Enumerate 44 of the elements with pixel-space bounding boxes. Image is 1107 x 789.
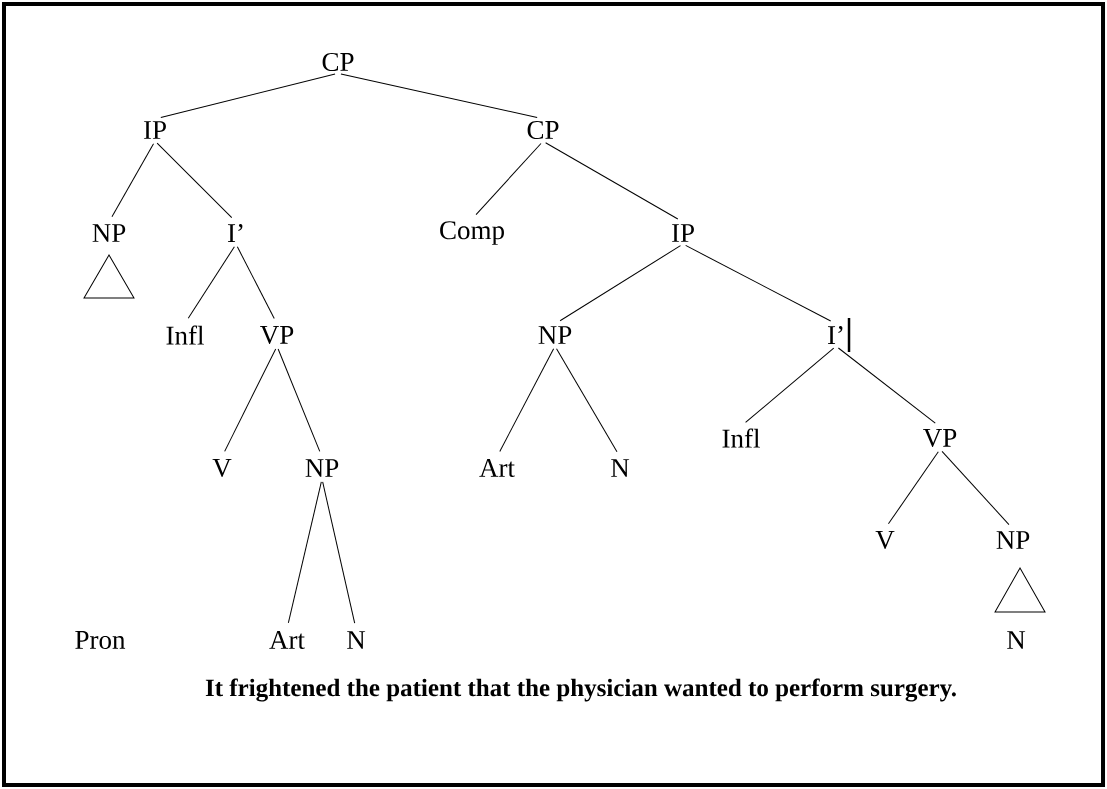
tree-branch [941, 450, 1010, 526]
tree-branch [156, 142, 233, 219]
tree-label: I’ [828, 326, 843, 344]
tree-branch [287, 481, 322, 624]
tree-branch [556, 348, 618, 453]
tree-branch [545, 142, 679, 220]
tree-branch [745, 347, 835, 423]
word-label: N [1007, 631, 1026, 649]
tree-label: V [212, 458, 232, 478]
tree-branch [111, 143, 154, 218]
tree-branch [187, 246, 235, 319]
tree-label: V [875, 530, 895, 550]
tree-branch [277, 348, 321, 452]
tree-label: NP [92, 224, 126, 242]
tree-label: CP [527, 120, 559, 140]
tree-label: I’ [228, 224, 243, 242]
tree-branch [322, 481, 356, 624]
tree-label: IP [143, 121, 166, 139]
tree-branch [160, 73, 336, 118]
tree-branch [475, 143, 542, 216]
tree-label: CP [322, 52, 354, 72]
tree-label: N [611, 459, 630, 477]
tree-branch [887, 451, 939, 525]
tree-label: NP [538, 326, 572, 344]
word-label: Pron [75, 631, 126, 649]
tree-label: NP [996, 531, 1030, 549]
tree-label: VP [260, 325, 294, 345]
tree-label: Art [269, 630, 305, 650]
tree-branch [837, 347, 936, 424]
tree-branch [224, 348, 277, 452]
tree-label: NP [305, 459, 339, 477]
tree-branch [559, 245, 681, 322]
tree-branch [236, 246, 275, 319]
tree-label: N [347, 631, 366, 649]
caption: It frightened the patient that the physician wanted to perform surgery. [205, 678, 956, 702]
tree-label: Art [479, 458, 515, 478]
tree-branch [499, 348, 555, 452]
tree-label: Infl [166, 325, 204, 345]
tree-label: Infl [722, 428, 760, 448]
tree-label: VP [923, 428, 957, 448]
tree-label: Comp [440, 221, 504, 245]
tree-branch [340, 73, 538, 118]
tree-label: IP [672, 224, 694, 242]
tree-branch [685, 244, 832, 322]
